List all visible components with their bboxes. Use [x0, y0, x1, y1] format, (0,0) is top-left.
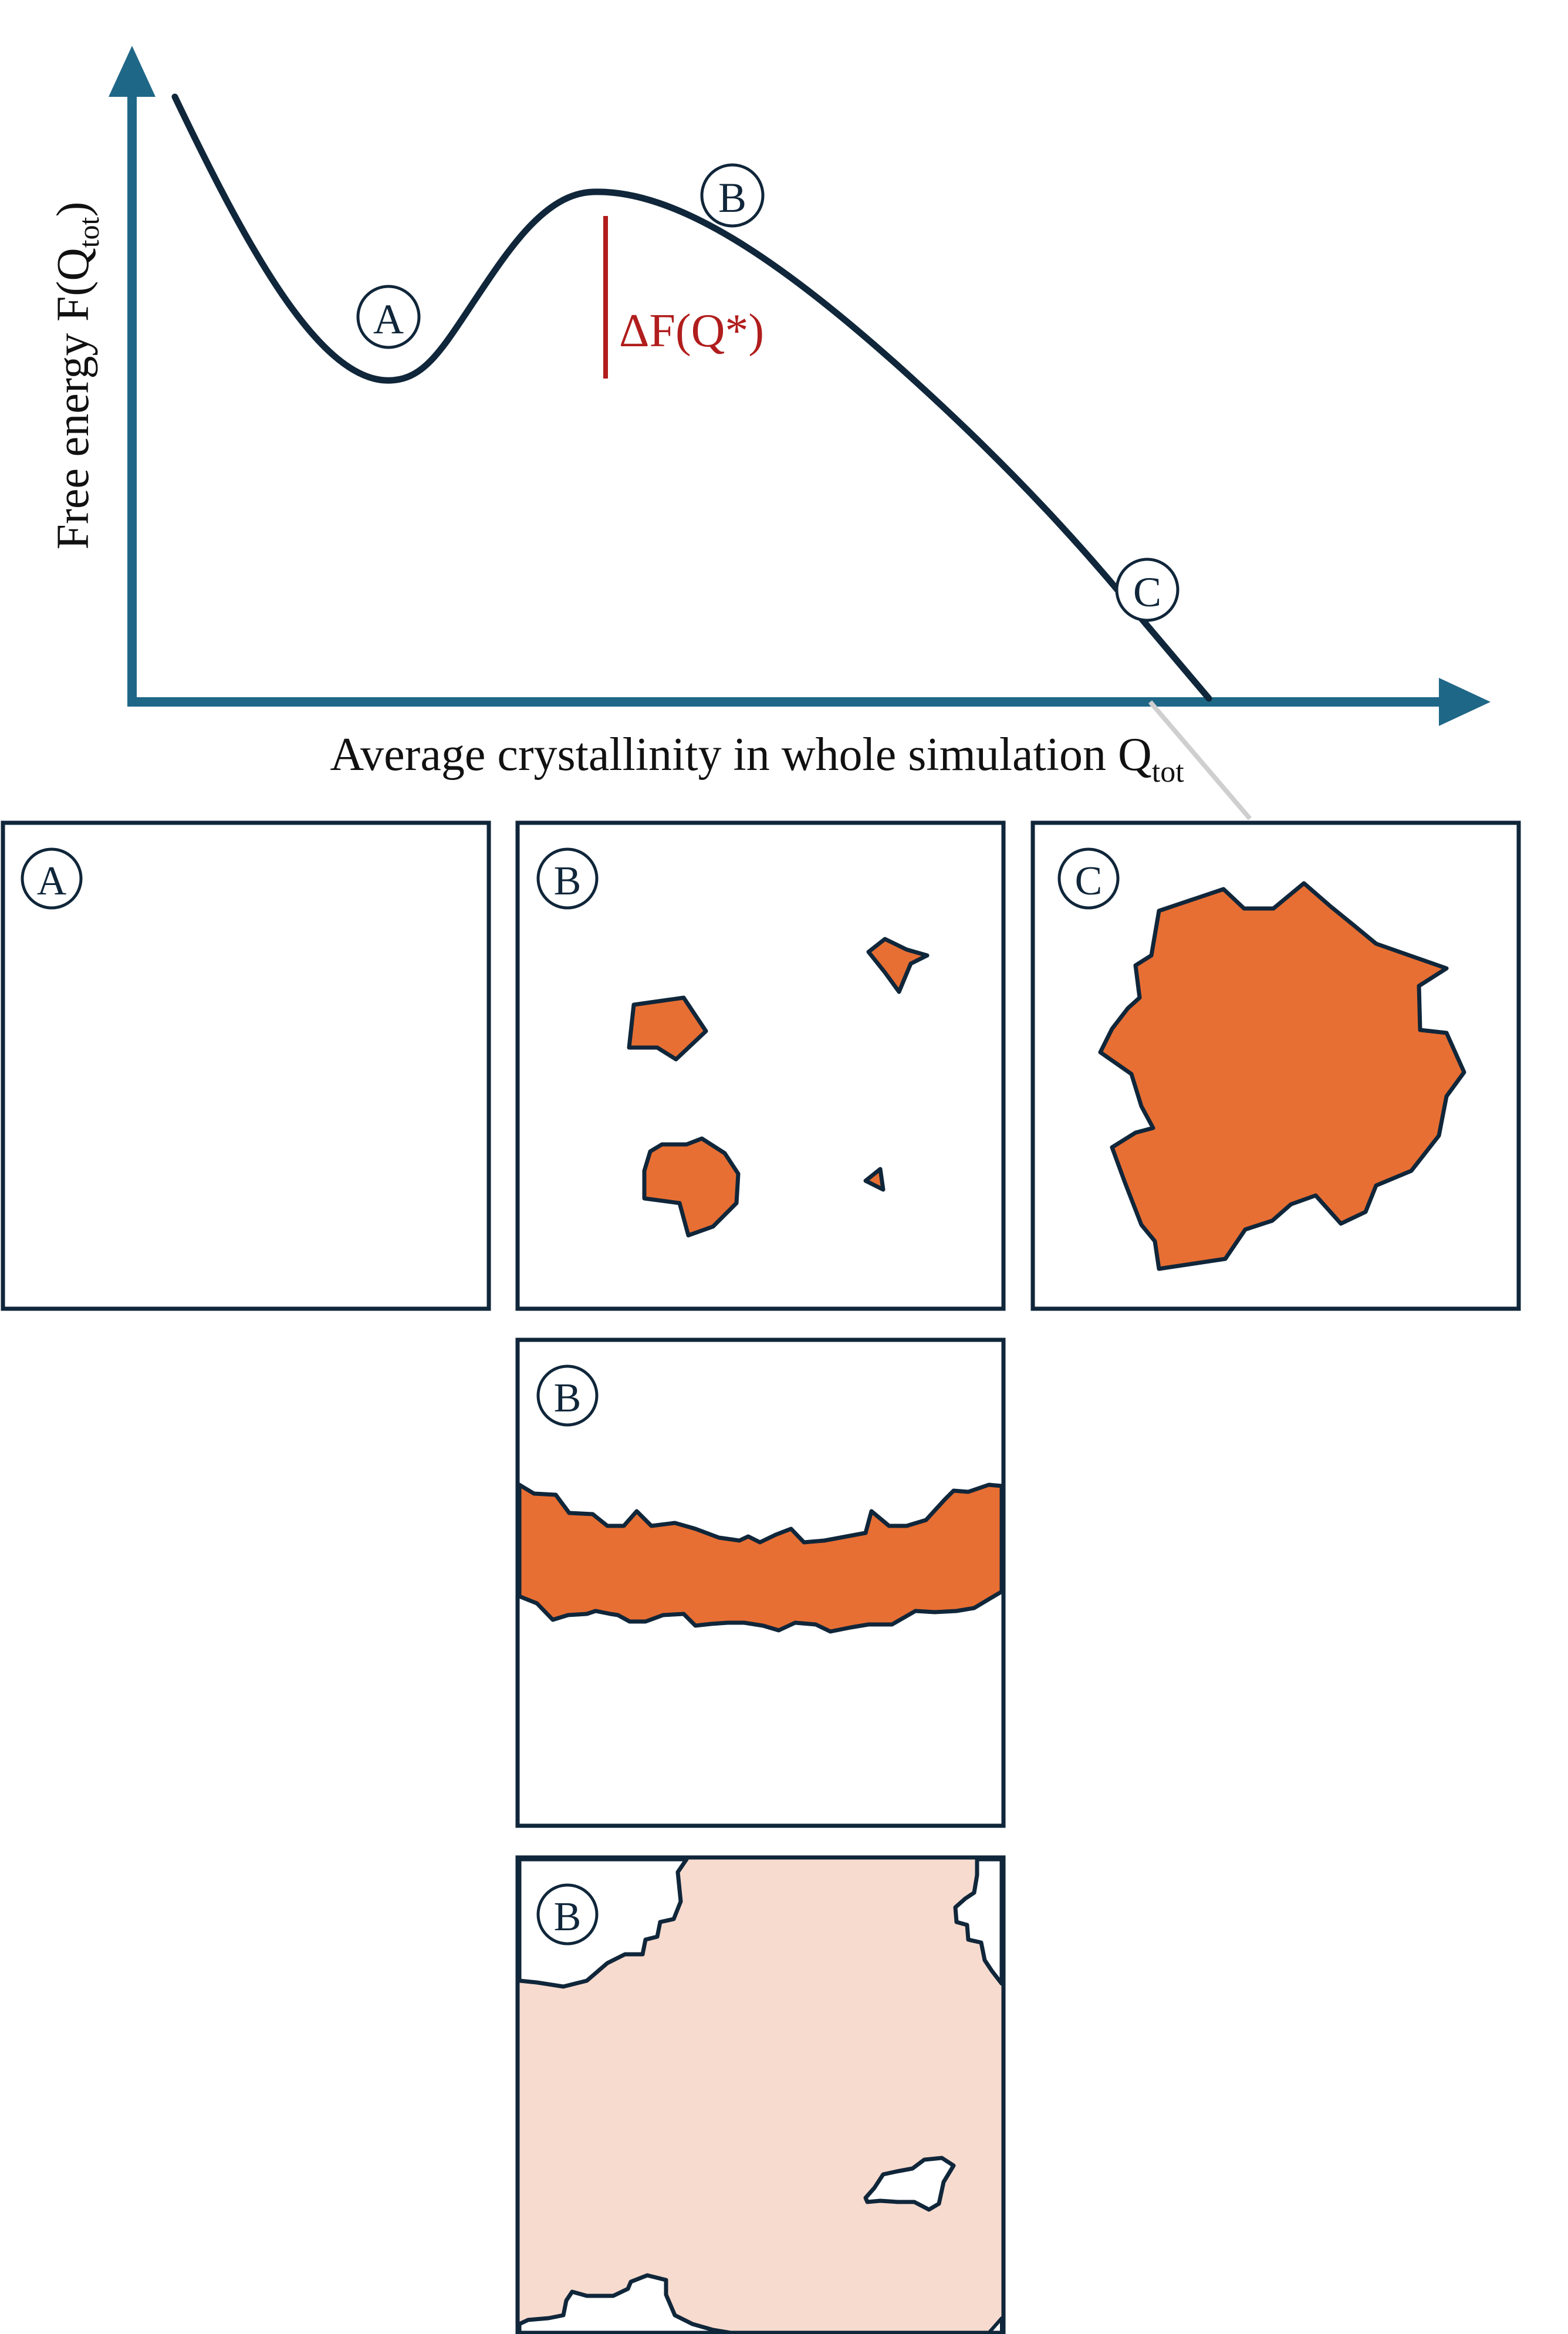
void-bottom-left	[517, 2273, 733, 2334]
svg-text:C: C	[1075, 859, 1103, 904]
panel-b2-label: B	[536, 1364, 599, 1427]
svg-text:C: C	[1133, 569, 1161, 616]
y-axis-label: Free energy F(Qtot)	[47, 202, 105, 550]
panel-a-frame	[1, 820, 491, 1311]
svg-text:B: B	[554, 1376, 582, 1421]
barrier-label: ΔF(Q*)	[619, 305, 764, 357]
free-energy-plot: ΔF(Q*) A B C Free energy F(Qtot) Average…	[47, 46, 1491, 820]
crystal-nucleus	[642, 1136, 741, 1238]
point-label-b: B	[700, 163, 765, 228]
y-axis-arrowhead	[109, 46, 156, 97]
panel-b3-outline	[515, 1855, 1006, 2334]
panel-c-label: C	[1057, 847, 1120, 910]
panel-a: A	[1, 820, 491, 1311]
panel-b-nuclei: B	[515, 820, 1006, 1311]
svg-text:A: A	[373, 296, 404, 343]
x-axis-label: Average crystallinity in whole simulatio…	[330, 729, 1184, 789]
void-center-right	[863, 2156, 956, 2212]
panel-b2-outline	[515, 1337, 1006, 1828]
panel-b1-frame	[515, 820, 1006, 1311]
svg-text:B: B	[554, 1894, 582, 1940]
point-label-a: A	[356, 285, 421, 349]
svg-text:A: A	[37, 859, 67, 904]
panel-b-slab: B	[515, 1337, 1006, 1828]
panel-b-voids: B	[515, 1855, 1006, 2334]
crystal-nucleus	[866, 937, 930, 994]
svg-text:B: B	[718, 174, 746, 221]
zoom-connector	[1148, 700, 1252, 820]
crystal-large	[1098, 881, 1466, 1271]
free-energy-curve	[171, 93, 1212, 702]
crystal-nucleus	[627, 995, 708, 1062]
point-label-c: C	[1115, 558, 1180, 622]
panel-b3-label: B	[536, 1883, 599, 1945]
x-axis-arrowhead	[1439, 678, 1491, 726]
panel-c: C	[1030, 820, 1521, 1311]
svg-text:B: B	[554, 859, 582, 904]
void-top-right	[953, 1857, 1004, 1986]
panel-a-label: A	[21, 847, 83, 910]
panel-b1-label: B	[536, 847, 599, 910]
crystal-nucleus	[863, 1167, 886, 1192]
